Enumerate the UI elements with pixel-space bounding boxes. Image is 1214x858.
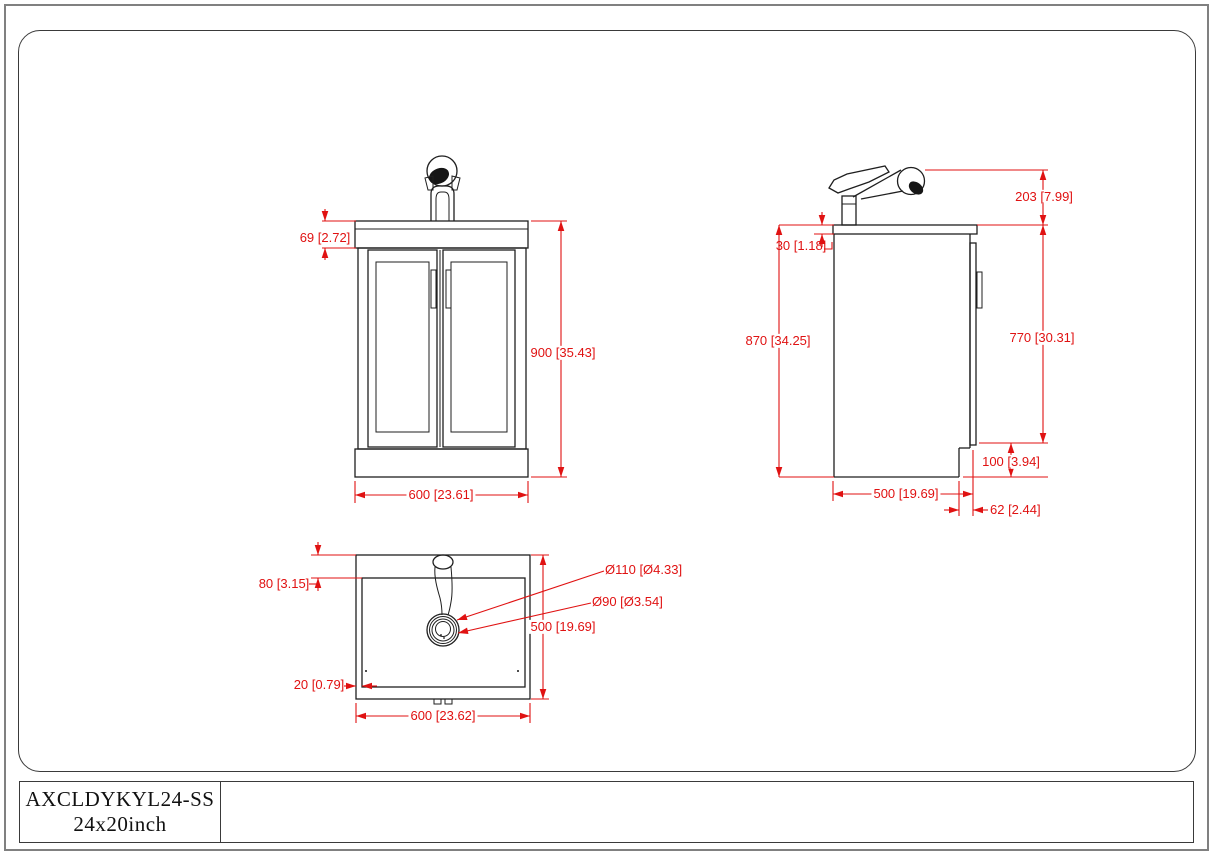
sheet-outer-border — [4, 4, 1209, 851]
top-hinge-mark-right — [444, 698, 453, 705]
title-block-empty-cell — [221, 782, 1193, 842]
side-door — [969, 242, 977, 446]
model-number: AXCLDYKYL24-SS — [25, 787, 215, 811]
dim-top-depth: 500 [19.69] — [528, 618, 598, 635]
model-size: 24x20inch — [73, 812, 167, 836]
side-countertop — [832, 224, 978, 235]
dim-side-overall-height: 870 [34.25] — [743, 332, 813, 349]
front-countertop — [354, 220, 529, 249]
top-hinge-mark-left — [433, 698, 442, 705]
dim-side-toe-kick-height: 100 [3.94] — [980, 453, 1042, 470]
dim-front-width: 600 [23.61] — [406, 486, 476, 503]
dimension-lines — [309, 169, 1048, 723]
dim-front-total-height: 900 [35.43] — [528, 344, 598, 361]
dim-top-width: 600 [23.62] — [408, 707, 478, 724]
front-right-handle — [445, 269, 452, 309]
front-left-door — [367, 249, 438, 448]
side-view-linework — [828, 165, 983, 478]
top-faucet — [426, 554, 460, 647]
side-faucet — [828, 165, 926, 226]
dim-side-door-offset: 62 [2.44] — [990, 501, 1041, 517]
dim-side-depth: 500 [19.69] — [871, 485, 941, 502]
top-view-linework — [355, 554, 531, 705]
drawing-frame — [18, 30, 1196, 772]
top-sink-outer — [355, 554, 531, 700]
front-left-door-panel — [375, 261, 430, 433]
front-faucet — [424, 155, 461, 221]
title-block: AXCLDYKYL24-SS 24x20inch — [19, 781, 1194, 843]
dim-top-hole-outer-diameter: Ø110 [Ø4.33] — [605, 561, 683, 577]
dim-top-rim-width: 20 [0.79] — [293, 676, 345, 692]
front-right-door — [442, 249, 516, 448]
front-cabinet-body — [357, 247, 527, 450]
dim-front-counter-height: 69 [2.72] — [299, 229, 351, 245]
front-left-handle — [430, 269, 437, 309]
dim-side-door-height: 770 [30.31] — [1007, 329, 1077, 346]
front-right-door-panel — [450, 261, 508, 433]
dim-top-hole-inner-diameter: Ø90 [Ø3.54] — [592, 593, 663, 609]
side-door-handle — [976, 271, 983, 309]
dim-side-counter-thickness: 30 [1.18] — [775, 237, 827, 253]
title-block-model-cell: AXCLDYKYL24-SS 24x20inch — [20, 782, 221, 842]
dim-top-back-rim-offset: 80 [3.15] — [258, 575, 310, 591]
top-sink-basin — [361, 577, 526, 688]
dim-side-faucet-height: 203 [7.99] — [1013, 188, 1075, 205]
front-view-linework — [354, 155, 529, 478]
front-toe-kick — [354, 448, 529, 478]
